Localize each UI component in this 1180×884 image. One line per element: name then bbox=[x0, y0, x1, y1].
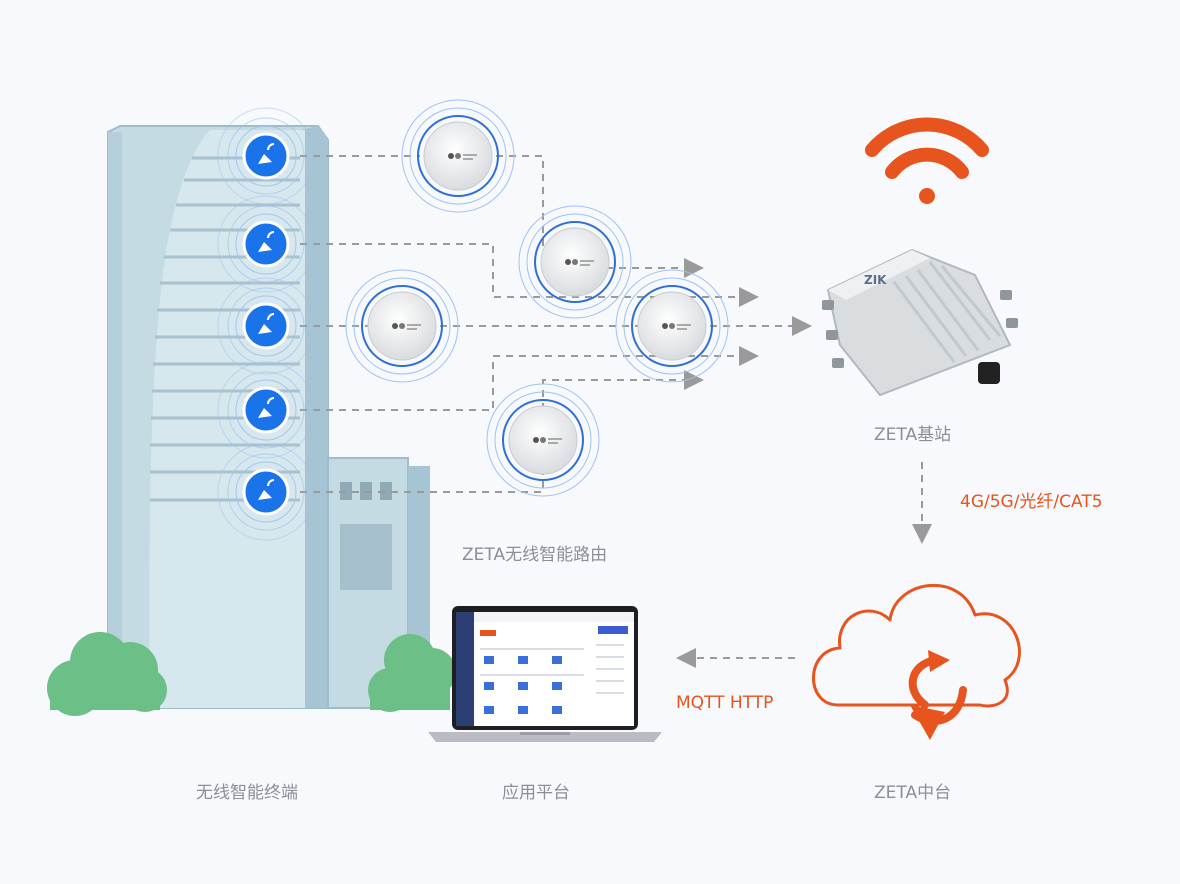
router-disc-icon bbox=[518, 205, 632, 319]
router-disc-icon bbox=[345, 269, 459, 383]
router-disc-icon bbox=[615, 269, 729, 383]
protocol-label: MQTT HTTP bbox=[676, 693, 774, 713]
svg-text:ZIK: ZIK bbox=[864, 273, 887, 287]
sensor-icon bbox=[217, 277, 315, 375]
tree-right bbox=[368, 634, 456, 712]
terminal-label: 无线智能终端 bbox=[196, 783, 298, 803]
sensor-icon bbox=[217, 195, 315, 293]
zeta-middle-label: ZETA中台 bbox=[874, 783, 952, 803]
platform-label: 应用平台 bbox=[502, 783, 570, 803]
base-station-icon: ZIK bbox=[822, 248, 1018, 397]
wifi-icon bbox=[865, 117, 989, 204]
network-label: 4G/5G/光纤/CAT5 bbox=[960, 492, 1103, 512]
routers bbox=[345, 99, 729, 497]
tree-left bbox=[47, 632, 167, 716]
cloud-sync-icon bbox=[812, 583, 1021, 740]
router-disc-icon bbox=[401, 99, 515, 213]
router-disc-icon bbox=[486, 383, 600, 497]
sensor-icon bbox=[217, 443, 315, 541]
terminals bbox=[217, 107, 315, 541]
sensor-icon bbox=[217, 361, 315, 459]
laptop-icon bbox=[428, 606, 662, 742]
router-label: ZETA无线智能路由 bbox=[462, 545, 608, 565]
sensor-icon bbox=[217, 107, 315, 205]
base-station-label: ZETA基站 bbox=[874, 425, 952, 445]
